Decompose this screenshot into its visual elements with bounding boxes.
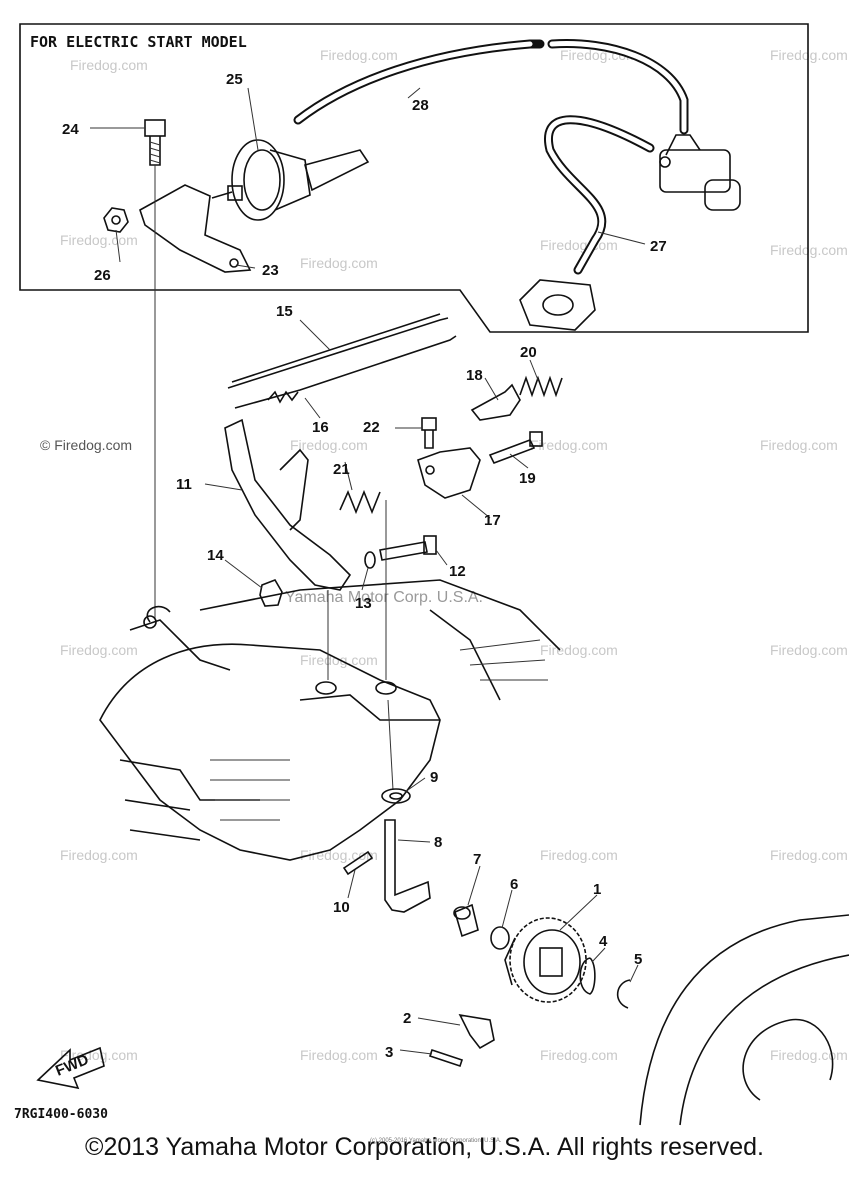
nut-26 (103, 207, 129, 233)
callout-15: 15 (276, 303, 293, 320)
callout-18: 18 (466, 367, 483, 384)
callout-19: 19 (519, 470, 536, 487)
clip-4 (579, 957, 596, 995)
part-code: 7RGI400-6030 (14, 1107, 108, 1122)
watermark: Firedog.com (540, 847, 618, 863)
bolt-12 (379, 535, 437, 561)
throttle-lever-11 (224, 418, 352, 591)
watermark: Firedog.com (760, 437, 838, 453)
watermark: Firedog.com (300, 255, 378, 271)
bolt-19 (488, 431, 543, 465)
rod-15 (227, 317, 449, 389)
watermark-layer: Firedog.com Firedog.com Firedog.com Fire… (40, 47, 848, 1063)
watermark: Firedog.com (530, 437, 608, 453)
guide-line-9 (387, 699, 394, 791)
watermark: Firedog.com (770, 1047, 848, 1063)
watermark: Firedog.com (540, 237, 618, 253)
leader-lines (90, 87, 646, 1055)
electric-start-inset-box (19, 23, 809, 333)
rod-16 (234, 335, 457, 409)
bolt-24 (144, 119, 166, 166)
callout-labels: 1 2 3 4 5 6 7 8 9 10 11 12 13 14 15 16 1… (62, 71, 667, 1061)
watermark: Firedog.com (770, 47, 848, 63)
fwd-label: FWD (53, 1051, 91, 1080)
watermark: Firedog.com (60, 847, 138, 863)
watermark: Firedog.com (60, 232, 138, 248)
callout-12: 12 (449, 563, 466, 580)
callout-26: 26 (94, 267, 111, 284)
washer-9 (381, 788, 411, 804)
watermark: Firedog.com (60, 1047, 138, 1063)
callout-7: 7 (473, 851, 481, 868)
callout-17: 17 (484, 512, 501, 529)
pin-10 (342, 850, 374, 876)
watermark: Firedog.com (770, 242, 848, 258)
nut-14 (259, 579, 283, 607)
watermark: Firedog.com (770, 847, 848, 863)
callout-4: 4 (599, 933, 608, 950)
callout-14: 14 (207, 547, 224, 564)
watermark: Firedog.com (540, 642, 618, 658)
callout-16: 16 (312, 419, 329, 436)
callout-21: 21 (333, 461, 350, 478)
callout-6: 6 (510, 876, 518, 893)
bolt-22 (421, 417, 437, 449)
engine-case (99, 579, 561, 861)
governor-gear-1 (504, 917, 587, 1003)
callout-10: 10 (333, 899, 350, 916)
callout-23: 23 (262, 262, 279, 279)
spring-20 (519, 375, 563, 398)
callout-9: 9 (430, 769, 438, 786)
diaphragm-actuator (211, 139, 370, 221)
hose-flange-gasket (519, 279, 596, 331)
copyright-notice: ©2013 Yamaha Motor Corporation, U.S.A. A… (85, 1133, 764, 1161)
callout-5: 5 (634, 951, 642, 968)
watermark: Firedog.com (770, 642, 848, 658)
solenoid-valve (659, 134, 741, 211)
callout-27: 27 (650, 238, 667, 255)
watermark-copyright: © Firedog.com (40, 437, 132, 453)
callout-3: 3 (385, 1044, 393, 1061)
box-title: FOR ELECTRIC START MODEL (30, 33, 247, 51)
watermark: Firedog.com (300, 1047, 378, 1063)
watermark: Firedog.com (540, 1047, 618, 1063)
shaft-8 (384, 819, 431, 913)
callout-25: 25 (226, 71, 243, 88)
center-watermark: Yamaha Motor Corp. U.S.A. (285, 589, 483, 606)
spring-21 (339, 489, 381, 515)
callout-22: 22 (363, 419, 380, 436)
pin-7 (453, 903, 479, 938)
washer-13 (364, 551, 376, 569)
callout-8: 8 (434, 834, 442, 851)
watermark: Firedog.com (70, 57, 148, 73)
callout-13: 13 (355, 595, 372, 612)
lever-18 (470, 383, 521, 421)
callout-11: 11 (176, 476, 192, 493)
callout-28: 28 (412, 97, 429, 114)
clip-5 (616, 979, 631, 1009)
spring-16 (267, 390, 299, 404)
washer-6 (490, 926, 510, 950)
watermark: Firedog.com (320, 47, 398, 63)
callout-24: 24 (62, 121, 79, 138)
callout-20: 20 (520, 344, 537, 361)
callout-1: 1 (593, 881, 601, 898)
callout-2: 2 (403, 1010, 411, 1027)
watermark: Firedog.com (60, 642, 138, 658)
lever-2 (458, 1013, 495, 1050)
bracket-17 (417, 447, 481, 499)
tiny-credit: (c) 2005-2016 Yamaha Motor Corporation, … (370, 1138, 502, 1144)
watermark: Firedog.com (290, 437, 368, 453)
crankcase-outline (639, 914, 849, 1126)
pin-3 (428, 1048, 464, 1068)
actuator-bracket (139, 184, 252, 273)
